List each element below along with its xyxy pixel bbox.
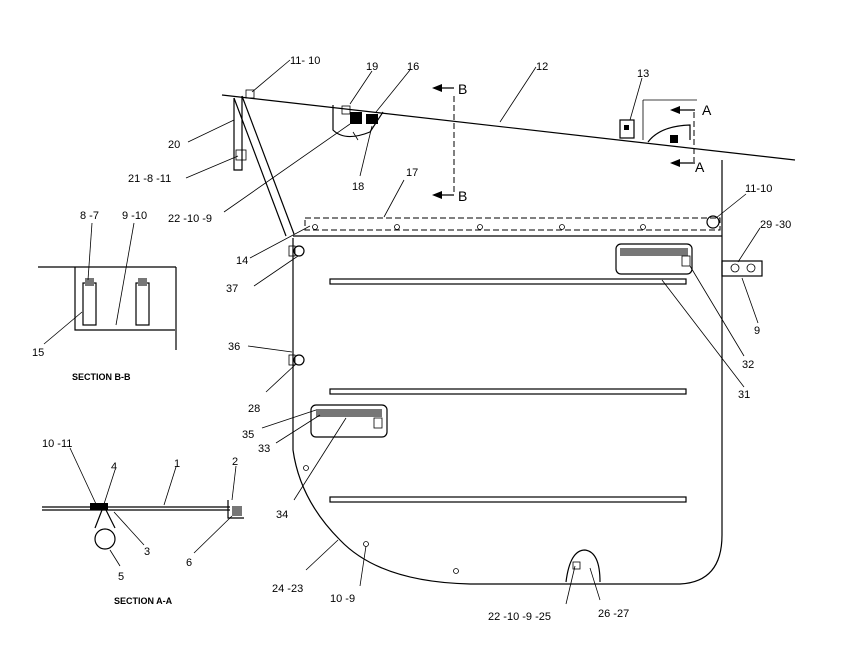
callout-a-5: 5: [118, 571, 124, 583]
leader-lines: [43, 59, 761, 605]
callout-36: 36: [228, 341, 240, 353]
section-a-title: SECTION A-A: [114, 596, 173, 606]
prop-rod: [233, 89, 295, 237]
marker-a-bottom: A: [695, 159, 705, 175]
callout-a-2: 2: [232, 456, 238, 468]
callout-21-8-11: 21 -8 -11: [128, 173, 171, 185]
marker-b-bottom: B: [458, 188, 467, 204]
main-panel: [221, 94, 796, 585]
callout-11-10-top: 11- 10: [290, 55, 320, 67]
bottom-latch: [565, 549, 601, 583]
callout-22-10-9-25: 22 -10 -9 -25: [488, 611, 551, 623]
marker-a-top: A: [702, 102, 712, 118]
callout-a-3: 3: [144, 546, 150, 558]
callout-11-10-right: 11-10: [745, 183, 772, 195]
handle-lower: [310, 404, 388, 438]
callout-13: 13: [637, 68, 649, 80]
section-b-title: SECTION B-B: [72, 372, 131, 382]
callout-12: 12: [536, 61, 548, 73]
callout-19: 19: [366, 61, 378, 73]
section-a-detail: [42, 500, 244, 550]
callout-14: 14: [236, 255, 248, 267]
callout-37: 37: [226, 283, 238, 295]
hinge-strip: [304, 215, 721, 231]
callout-17: 17: [406, 167, 418, 179]
section-a-marker: [619, 99, 697, 167]
callout-22-10-9: 22 -10 -9: [168, 213, 212, 225]
callout-b-15: 15: [32, 347, 44, 359]
callout-24-23: 24 -23: [272, 583, 303, 595]
section-b-line: [432, 84, 455, 199]
callout-26-27: 26 -27: [598, 608, 629, 620]
callout-a-4: 4: [111, 461, 117, 473]
side-bracket: [721, 260, 763, 277]
section-b-detail: [38, 266, 177, 350]
callout-a-10-11: 10 -11: [42, 438, 72, 450]
callout-33: 33: [258, 443, 270, 455]
handle-upper: [615, 243, 693, 275]
marker-b-top: B: [458, 81, 467, 97]
callout-35: 35: [242, 429, 254, 441]
callout-16: 16: [407, 61, 419, 73]
callout-labels: 11- 10 12 13 16 19 18 17 20 21 -8 -11 22…: [32, 55, 791, 623]
section-markers: B B A A: [458, 81, 712, 204]
callout-28: 28: [248, 403, 260, 415]
callout-a-1: 1: [174, 458, 180, 470]
callout-18: 18: [352, 181, 364, 193]
callout-31: 31: [738, 389, 750, 401]
callout-a-6: 6: [186, 557, 192, 569]
callout-9-right: 9: [754, 325, 760, 337]
callout-34: 34: [276, 509, 288, 521]
callout-32: 32: [742, 359, 754, 371]
stiffener-bars: [329, 278, 687, 503]
callout-b-9-10: 9 -10: [122, 210, 147, 222]
callout-b-8-7: 8 -7: [80, 210, 99, 222]
callout-10-9-bottom: 10 -9: [330, 593, 355, 605]
callout-20: 20: [168, 139, 180, 151]
latch-bracket: [332, 105, 384, 141]
hinge-pins: [288, 245, 305, 366]
callout-29-30: 29 -30: [760, 219, 791, 231]
